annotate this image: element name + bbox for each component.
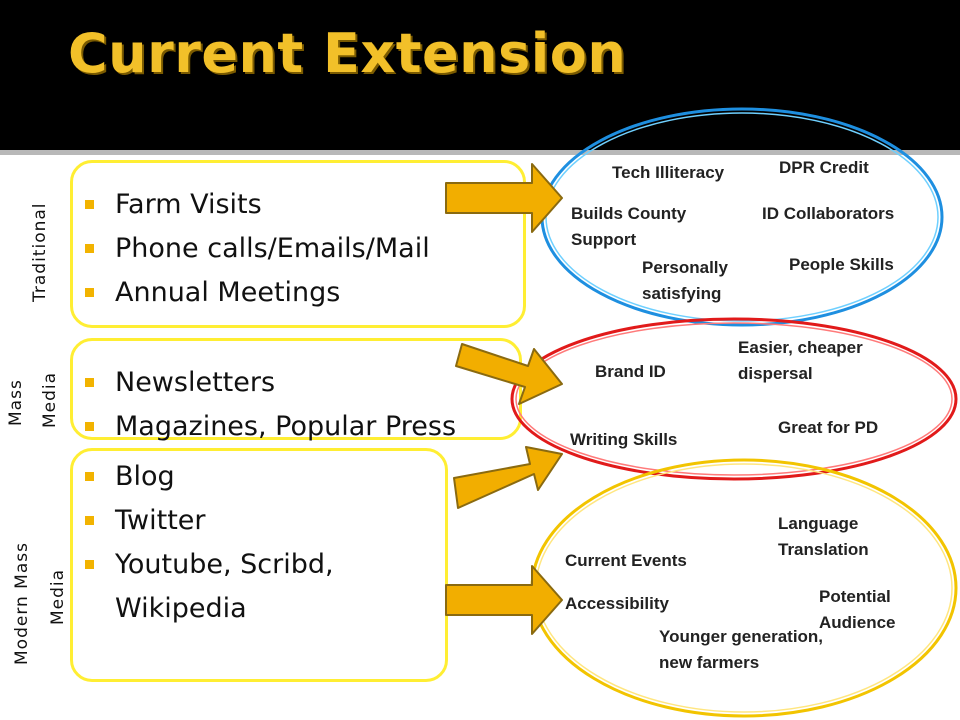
list-item: Youtube, Scribd, Wikipedia bbox=[79, 543, 419, 631]
list-item: Farm Visits bbox=[79, 183, 430, 227]
note-current-events: Current Events bbox=[565, 551, 687, 570]
header-divider bbox=[0, 150, 960, 155]
arrow-mass-media-icon bbox=[455, 343, 563, 405]
note-accessibility: Accessibility bbox=[565, 594, 669, 613]
mass-media-ellipse-inner bbox=[515, 322, 953, 476]
header: Current Extension bbox=[0, 0, 960, 150]
bullet-icon bbox=[85, 244, 94, 253]
list-item: Annual Meetings bbox=[79, 271, 430, 315]
bullet-icon bbox=[85, 378, 94, 387]
note-builds-county-support: Builds County Support bbox=[571, 204, 687, 249]
mass-media-list: Newsletters Magazines, Popular Press bbox=[79, 361, 456, 449]
note-people-skills: People Skills bbox=[789, 255, 894, 274]
slide-title: Current Extension bbox=[68, 22, 627, 85]
bullet-icon bbox=[85, 516, 94, 525]
note-great-for-pd: Great for PD bbox=[778, 418, 879, 437]
list-item: Magazines, Popular Press bbox=[79, 405, 456, 449]
note-personally-satisfying: Personally satisfying bbox=[642, 258, 728, 303]
note-brand-id: Brand ID bbox=[595, 362, 666, 381]
bullet-icon bbox=[85, 288, 94, 297]
bullet-icon bbox=[85, 200, 94, 209]
list-item: Phone calls/Emails/Mail bbox=[79, 227, 430, 271]
list-item: Twitter bbox=[79, 499, 419, 543]
bullet-icon bbox=[85, 422, 94, 431]
arrow-traditional-icon bbox=[445, 163, 563, 233]
traditional-box: Farm Visits Phone calls/Emails/Mail Annu… bbox=[70, 160, 526, 328]
note-potential-audience: Potential Audience bbox=[819, 587, 896, 632]
note-easier-cheaper: Easier, cheaper dispersal bbox=[738, 338, 863, 383]
modern-media-box: Blog Twitter Youtube, Scribd, Wikipedia bbox=[70, 448, 448, 682]
mass-media-ellipse bbox=[510, 317, 958, 481]
arrow-modern-to-mass-icon bbox=[453, 446, 563, 509]
note-dpr-credit: DPR Credit bbox=[779, 158, 869, 177]
list-item: Blog bbox=[79, 455, 419, 499]
bullet-icon bbox=[85, 472, 94, 481]
note-tech-illiteracy: Tech Illiteracy bbox=[612, 163, 725, 182]
note-id-collaborators: ID Collaborators bbox=[762, 204, 895, 223]
list-item: Newsletters bbox=[79, 361, 456, 405]
note-younger-generation: Younger generation, new farmers bbox=[659, 627, 824, 672]
mass-media-box: Newsletters Magazines, Popular Press bbox=[70, 338, 522, 442]
traditional-list: Farm Visits Phone calls/Emails/Mail Annu… bbox=[79, 183, 430, 315]
bullet-icon bbox=[85, 560, 94, 569]
modern-media-list: Blog Twitter Youtube, Scribd, Wikipedia bbox=[79, 455, 419, 631]
note-writing-skills: Writing Skills bbox=[570, 430, 678, 449]
note-language-translation: Language Translation bbox=[778, 514, 869, 559]
arrow-modern-media-icon bbox=[445, 565, 563, 635]
